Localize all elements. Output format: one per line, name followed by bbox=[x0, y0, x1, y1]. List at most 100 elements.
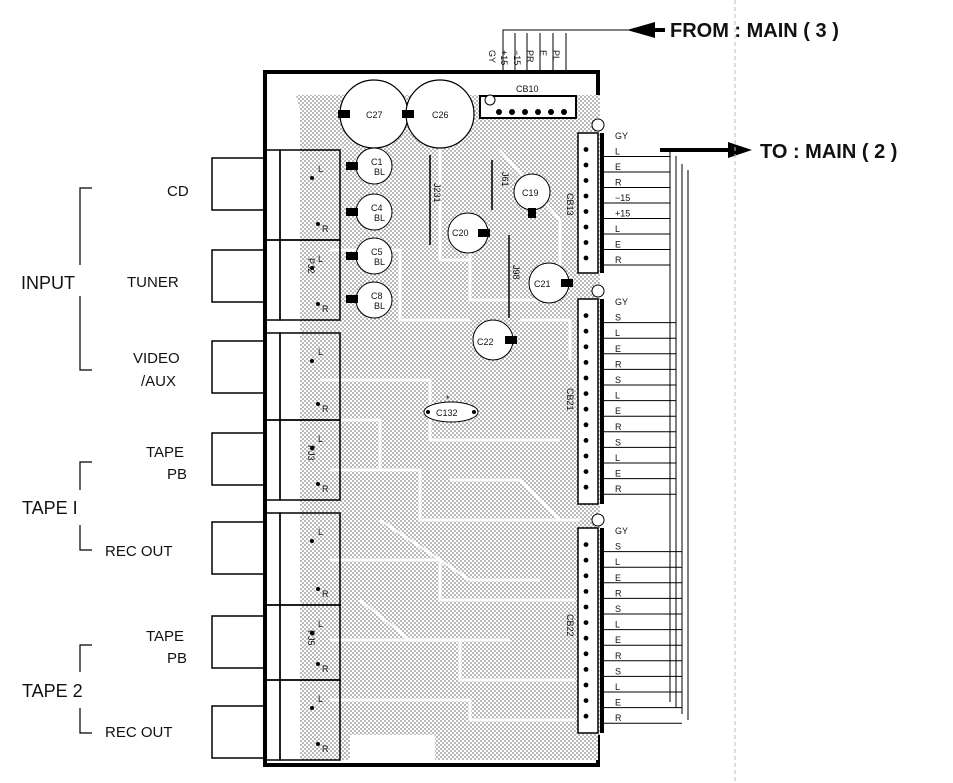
j98-label: J98 bbox=[511, 265, 521, 280]
cb21-pin bbox=[583, 469, 589, 474]
tape1-rec-out-label: REC OUT bbox=[105, 543, 173, 560]
c132-label: C132 bbox=[436, 408, 458, 418]
c132-marker: * bbox=[446, 394, 450, 404]
cb13-pin bbox=[583, 240, 589, 245]
c5-label: C5 bbox=[371, 247, 383, 257]
tape2-pb-label: PB bbox=[167, 650, 187, 667]
to-main-arrow: TO : MAIN ( 2 ) bbox=[660, 141, 897, 163]
cb13-pin bbox=[583, 255, 589, 261]
cb22-pin bbox=[583, 713, 589, 719]
tape1-bracket-bottom bbox=[79, 525, 92, 551]
rca-jack bbox=[211, 249, 265, 303]
cb13-pin-label: E bbox=[615, 240, 621, 250]
pj3-label: PJ3 bbox=[306, 445, 316, 461]
cb22-pin-label: E bbox=[615, 573, 621, 583]
jack-pin-l: L bbox=[318, 619, 323, 629]
jack-terminal bbox=[310, 266, 314, 270]
capacitor-c19: C19 bbox=[513, 173, 551, 218]
cb22-label: CB22 bbox=[565, 614, 575, 637]
cb13-pin-label: E bbox=[615, 162, 621, 172]
jack-terminal bbox=[310, 631, 314, 635]
cb10-label: CB10 bbox=[516, 84, 539, 94]
tuner-label: TUNER bbox=[127, 274, 179, 291]
cb21-pin bbox=[583, 422, 589, 428]
right-arrow-icon bbox=[728, 142, 752, 158]
wire-label-pl: PL bbox=[551, 50, 561, 61]
right-wire-harness bbox=[669, 150, 689, 720]
jack-terminal bbox=[310, 176, 314, 180]
cb13-pin-label: R bbox=[615, 178, 622, 188]
c19-label: C19 bbox=[522, 188, 539, 198]
cb13-pin-label: R bbox=[615, 255, 622, 265]
c5-bl: BL bbox=[374, 257, 385, 267]
jack-pin-r: R bbox=[322, 484, 329, 494]
c1-bl: BL bbox=[374, 167, 385, 177]
c4-label: C4 bbox=[371, 203, 383, 213]
cb21-pin bbox=[583, 453, 589, 459]
left-arrow-icon bbox=[627, 22, 655, 38]
connector-cb21: CB21 bbox=[565, 284, 605, 505]
jumper-j61: J61 bbox=[491, 160, 510, 210]
right-wire-pin-labels: GYLER−15+15LERGYSLERSLERSLERGYSLERSLERSL… bbox=[604, 131, 682, 724]
cb21-pin-label: GY bbox=[615, 297, 628, 307]
aux-label: /AUX bbox=[141, 373, 176, 390]
rca-jack bbox=[211, 615, 265, 669]
cb22-pin-label: L bbox=[615, 682, 620, 692]
rca-jack bbox=[211, 432, 265, 486]
jack-body bbox=[279, 679, 341, 761]
cb21-pin-label: L bbox=[615, 328, 620, 338]
cb21-pin bbox=[583, 328, 589, 334]
rca-jack bbox=[211, 705, 265, 759]
jack-terminal bbox=[316, 662, 320, 666]
tape1-label: TAPE I bbox=[22, 498, 78, 518]
jack-refs: PJ2 PJ3 PJ5 bbox=[306, 258, 316, 646]
cb22-pin bbox=[583, 589, 589, 594]
jack-pin-l: L bbox=[318, 164, 323, 174]
cb21-pin bbox=[583, 484, 589, 490]
cb13-pin-label: +15 bbox=[615, 209, 630, 219]
input-bracket-bottom bbox=[79, 296, 92, 371]
cb13-pin bbox=[583, 209, 589, 214]
cb21-pin bbox=[583, 406, 589, 412]
capacitor-c8: C8 BL bbox=[346, 281, 393, 319]
wire-label-e: E bbox=[538, 50, 548, 56]
capacitor-c20: C20 bbox=[447, 212, 490, 254]
tape1-pb-tape-label: TAPE bbox=[146, 444, 184, 461]
c22-label: C22 bbox=[477, 337, 494, 347]
jack-terminal bbox=[310, 539, 314, 543]
cb13-pin bbox=[583, 193, 589, 199]
input-label: INPUT bbox=[21, 273, 75, 293]
jack-terminal bbox=[310, 359, 314, 363]
c1-label: C1 bbox=[371, 157, 383, 167]
cb13-pin bbox=[583, 224, 589, 230]
capacitor-c5: C5 BL bbox=[346, 237, 393, 275]
top-wire-bundle bbox=[502, 29, 655, 72]
cb22-pin bbox=[583, 604, 589, 610]
jack-terminal bbox=[310, 446, 314, 450]
cb22-pin-label: S bbox=[615, 604, 621, 614]
capacitor-c22: C22 bbox=[472, 319, 517, 361]
jack-pin-l: L bbox=[318, 694, 323, 704]
from-main-label: FROM : MAIN ( 3 ) bbox=[670, 20, 839, 42]
jack-pin-l: L bbox=[318, 434, 323, 444]
input-bracket-top bbox=[79, 187, 92, 265]
jack-pin-l: L bbox=[318, 527, 323, 537]
cb13-pin bbox=[583, 147, 589, 152]
cb22-pin-label: S bbox=[615, 666, 621, 676]
c20-label: C20 bbox=[452, 228, 469, 238]
tape2-pb-tape-label: TAPE bbox=[146, 628, 184, 645]
cb21-pin-label: E bbox=[615, 406, 621, 416]
connector-cb13: CB13 bbox=[565, 118, 605, 274]
jack-pin-r: R bbox=[322, 404, 329, 414]
jack-terminal bbox=[316, 742, 320, 746]
jack-pin-l: L bbox=[318, 347, 323, 357]
jack-pin-r: R bbox=[322, 744, 329, 754]
cb22-pin bbox=[583, 542, 589, 547]
cb21-pin-label: S bbox=[615, 437, 621, 447]
cb22-pin-label: L bbox=[615, 620, 620, 630]
jumper-j98: J98 bbox=[508, 235, 521, 318]
cb21-pin bbox=[583, 375, 589, 381]
cb21-pin bbox=[583, 344, 589, 350]
board-copper-area bbox=[296, 95, 600, 760]
